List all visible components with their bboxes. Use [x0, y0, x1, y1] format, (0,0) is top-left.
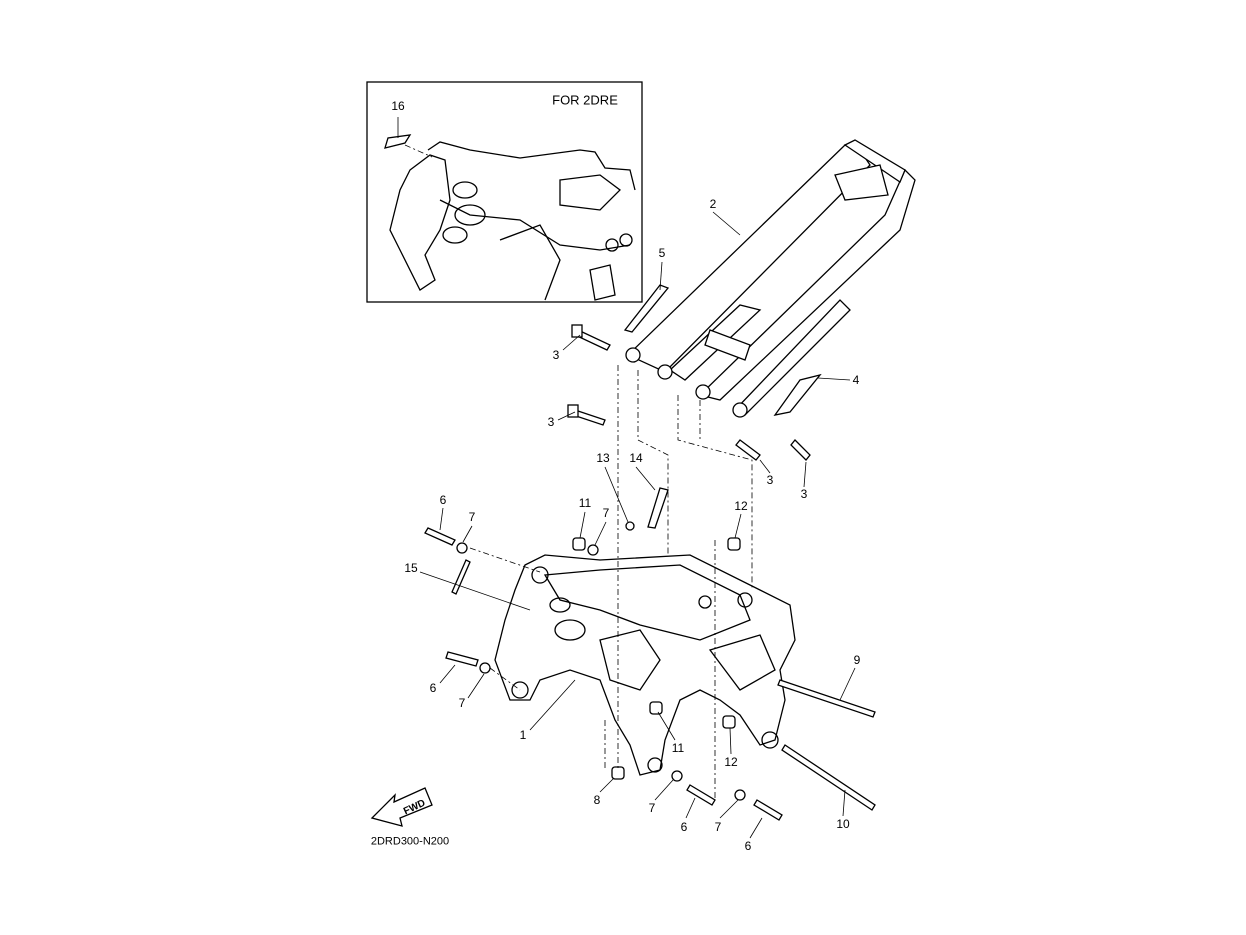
main-frame-part-1 — [494, 554, 796, 776]
callout-6: 6 — [439, 493, 447, 507]
inset-frame-drawing — [384, 117, 636, 301]
assembly-lines — [469, 365, 753, 800]
callout-3: 3 — [766, 473, 774, 487]
callout-2: 2 — [709, 197, 717, 211]
part-5-plate — [623, 284, 670, 333]
fasteners — [424, 324, 876, 821]
rear-frame-part-2 — [625, 139, 916, 418]
inset-box — [366, 81, 643, 303]
callout-6: 6 — [429, 681, 437, 695]
part-15-plate — [451, 559, 471, 595]
callout-3: 3 — [547, 415, 555, 429]
callout-7: 7 — [714, 820, 722, 834]
callout-10: 10 — [836, 817, 850, 831]
callout-8: 8 — [593, 793, 601, 807]
callout-3: 3 — [552, 348, 560, 362]
part-14-label — [647, 487, 669, 529]
callout-11: 11 — [671, 741, 685, 755]
callout-12: 12 — [724, 755, 738, 769]
callout-7: 7 — [468, 510, 476, 524]
callout-12: 12 — [734, 499, 748, 513]
callout-15: 15 — [404, 561, 418, 575]
callout-16: 16 — [391, 99, 405, 113]
callout-13: 13 — [596, 451, 610, 465]
callout-1: 1 — [519, 728, 527, 742]
callout-6: 6 — [744, 839, 752, 853]
part-4-plate — [773, 373, 822, 416]
callout-3: 3 — [800, 487, 808, 501]
callout-7: 7 — [648, 801, 656, 815]
callout-4: 4 — [852, 373, 860, 387]
callout-6: 6 — [680, 820, 688, 834]
callout-9: 9 — [853, 653, 861, 667]
diagram-code: 2DRD300-N200 — [370, 835, 450, 848]
callout-7: 7 — [602, 506, 610, 520]
leader-lines — [419, 211, 856, 839]
callout-5: 5 — [658, 246, 666, 260]
callout-14: 14 — [629, 451, 643, 465]
callout-11: 11 — [578, 496, 592, 510]
inset-title: FOR 2DRE — [552, 92, 618, 108]
callout-7: 7 — [458, 696, 466, 710]
fwd-arrow-icon: FWD — [370, 787, 433, 827]
